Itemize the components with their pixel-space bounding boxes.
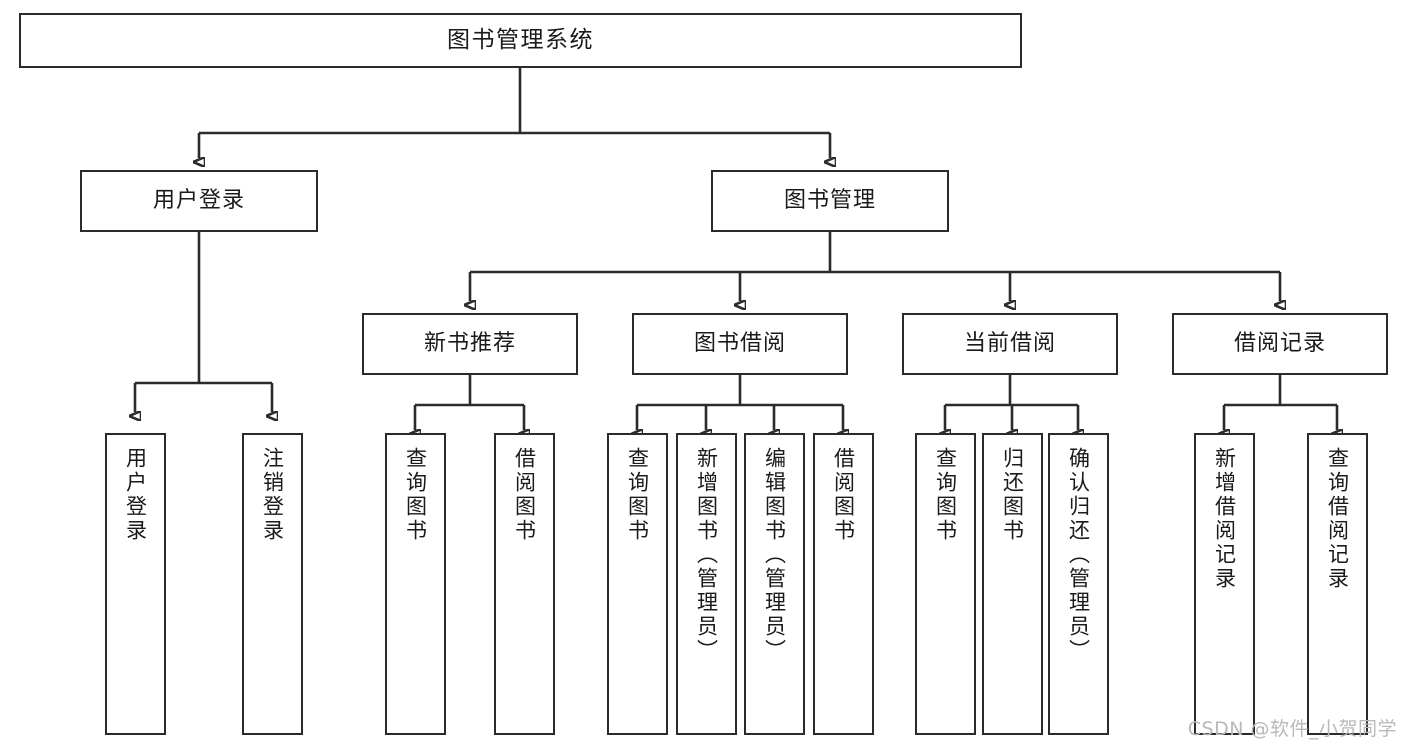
leaf-user-login[interactable]: 用户登录 [105, 433, 166, 735]
node-current-borrow[interactable]: 当前借阅 [902, 313, 1118, 375]
node-book-borrow[interactable]: 图书借阅 [632, 313, 848, 375]
node-label: 借阅图书 [512, 447, 537, 543]
node-label: 查询借阅记录 [1325, 447, 1350, 591]
node-label: 新书推荐 [423, 331, 516, 357]
node-label: 新增借阅记录 [1212, 447, 1237, 591]
leaf-add-borrow-record[interactable]: 新增借阅记录 [1194, 433, 1255, 735]
node-label: 图书借阅 [693, 331, 786, 357]
leaf-confirm-return-admin[interactable]: 确认归还（管理员） [1048, 433, 1109, 735]
node-label: 编辑图书（管理员） [762, 447, 787, 663]
node-label: 用户登录 [123, 447, 148, 543]
node-borrow-records[interactable]: 借阅记录 [1172, 313, 1388, 375]
node-label: 用户登录 [152, 188, 245, 214]
node-label: 借阅记录 [1233, 331, 1326, 357]
node-label: 借阅图书 [831, 447, 856, 543]
leaf-query-book-current[interactable]: 查询图书 [915, 433, 976, 735]
leaf-query-book-borrow[interactable]: 查询图书 [607, 433, 668, 735]
leaf-user-logout[interactable]: 注销登录 [242, 433, 303, 735]
leaf-borrow-book-recommend[interactable]: 借阅图书 [494, 433, 555, 735]
node-new-book-recommend[interactable]: 新书推荐 [362, 313, 578, 375]
node-label: 归还图书 [1000, 447, 1025, 543]
node-root-system[interactable]: 图书管理系统 [19, 13, 1022, 68]
node-label: 查询图书 [625, 447, 650, 543]
node-label: 查询图书 [933, 447, 958, 543]
node-label: 图书管理 [783, 188, 876, 214]
watermark-text: CSDN @软件_小贺同学 [1187, 718, 1397, 740]
node-label: 当前借阅 [963, 331, 1056, 357]
node-book-management[interactable]: 图书管理 [711, 170, 949, 232]
leaf-return-book[interactable]: 归还图书 [982, 433, 1043, 735]
leaf-query-book-recommend[interactable]: 查询图书 [385, 433, 446, 735]
node-label: 注销登录 [260, 447, 285, 543]
node-label: 确认归还（管理员） [1066, 447, 1091, 663]
node-label: 新增图书（管理员） [694, 447, 719, 663]
node-label: 查询图书 [403, 447, 428, 543]
leaf-borrow-book[interactable]: 借阅图书 [813, 433, 874, 735]
node-user-login[interactable]: 用户登录 [80, 170, 318, 232]
leaf-edit-book-admin[interactable]: 编辑图书（管理员） [744, 433, 805, 735]
node-label: 图书管理系统 [447, 26, 594, 53]
leaf-query-borrow-record[interactable]: 查询借阅记录 [1307, 433, 1368, 735]
leaf-add-book-admin[interactable]: 新增图书（管理员） [676, 433, 737, 735]
